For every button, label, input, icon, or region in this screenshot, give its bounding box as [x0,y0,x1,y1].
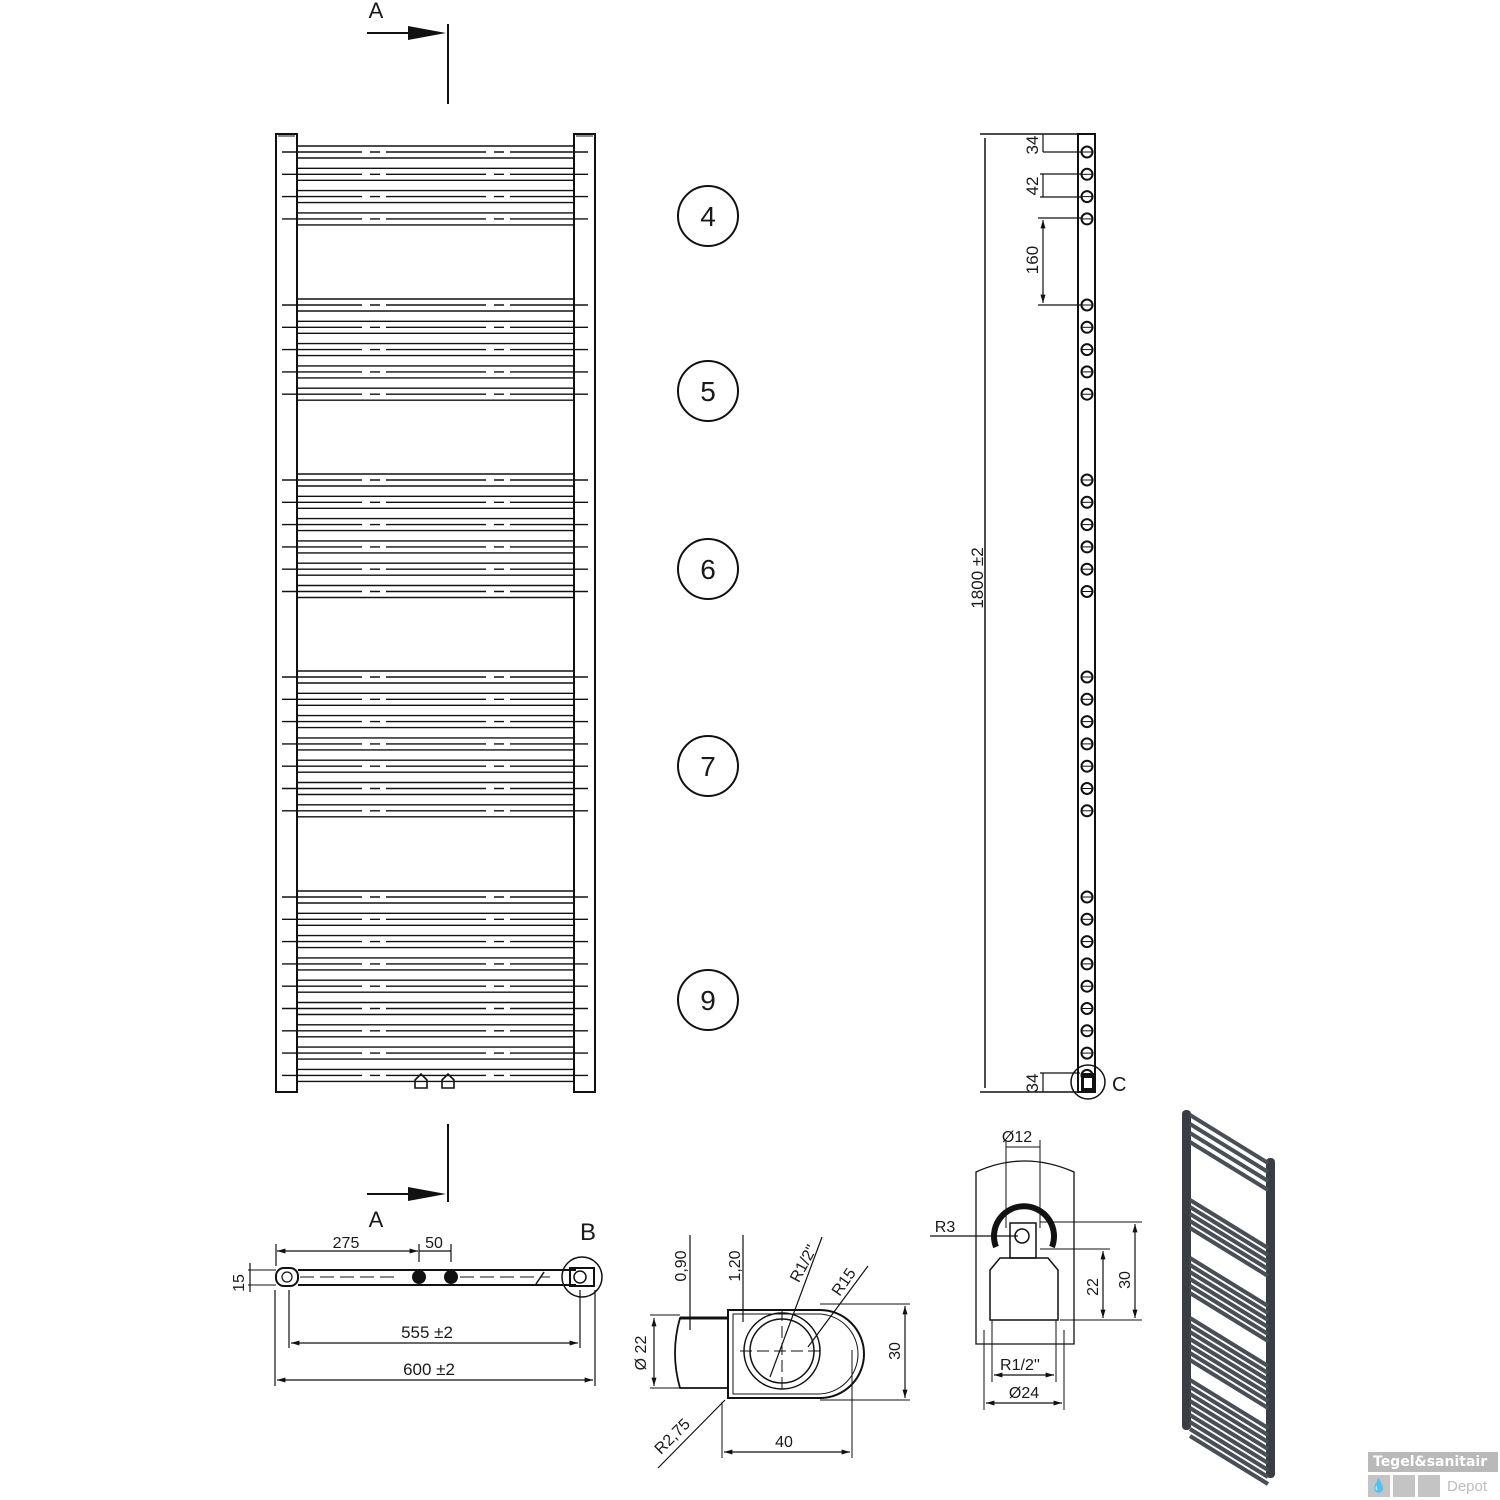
bar-count-circle-6: 6 [677,538,739,600]
height-dimension: 1800 ±2 [968,547,987,608]
dim-30: 30 [887,1342,904,1360]
top-view [248,1244,603,1386]
dim-top-34: 34 [1023,136,1042,155]
dim-0-90: 0,90 [673,1250,690,1281]
front-view [275,133,596,1093]
dim-600: 600 ±2 [403,1360,455,1379]
front-bars [282,145,588,1083]
section-label-top: A [369,0,384,23]
dim-275: 275 [333,1235,360,1252]
detail-b-circle [561,1256,603,1298]
detail-b [650,1235,910,1469]
section-marker-bottom [367,1124,449,1202]
detail-c-label: C [1112,1074,1126,1096]
section-label-bottom: A [369,1207,384,1232]
dim-50: 50 [425,1235,443,1252]
bar-count-labels: 4 5 6 7 9 [677,185,739,1031]
svg-text:7: 7 [700,751,716,782]
dim-gap-160: 160 [1023,246,1042,274]
side-view [980,133,1106,1100]
drop-icon: 💧 [1368,1475,1390,1497]
radius-r2-75: R2,75 [652,1416,694,1458]
radiator-3d-render [1182,1110,1275,1486]
watermark-line2: Depot [1447,1477,1488,1495]
bar-count-circle-4: 4 [677,185,739,247]
side-pins [1080,145,1094,1082]
section-marker-top [367,24,449,104]
dim-diameter-24: Ø24 [1009,1385,1039,1402]
valve-left [414,1072,428,1089]
dim-555: 555 ±2 [401,1323,453,1342]
dim-1-20: 1,20 [727,1250,744,1281]
svg-text:5: 5 [700,376,716,407]
detail-b-label: B [580,1219,596,1246]
dim-40: 40 [775,1434,793,1451]
thread-r12: R1/2" [787,1242,821,1285]
dim-bottom-34: 34 [1023,1074,1042,1093]
valve-right [441,1072,455,1089]
dim-diameter-22: Ø 22 [633,1336,650,1371]
watermark-line1: Tegel&sanitair [1368,1452,1498,1472]
detail-c [930,1140,1142,1410]
dim-15: 15 [231,1274,248,1292]
svg-text:4: 4 [700,201,716,232]
dim-spacing-42: 42 [1023,177,1042,196]
bar-count-circle-5: 5 [677,360,739,422]
dim-diameter-12: Ø12 [1002,1129,1032,1146]
dim-30-c: 30 [1117,1271,1134,1289]
svg-text:9: 9 [700,985,716,1016]
svg-text:6: 6 [700,554,716,585]
dim-22: 22 [1085,1278,1102,1296]
thread-r12-c: R1/2'' [1000,1357,1040,1374]
bar-count-circle-7: 7 [677,735,739,797]
bar-count-circle-9: 9 [677,969,739,1031]
radius-r3: R3 [935,1219,956,1236]
watermark-logo: Tegel&sanitair 💧 Depot [1368,1452,1498,1498]
